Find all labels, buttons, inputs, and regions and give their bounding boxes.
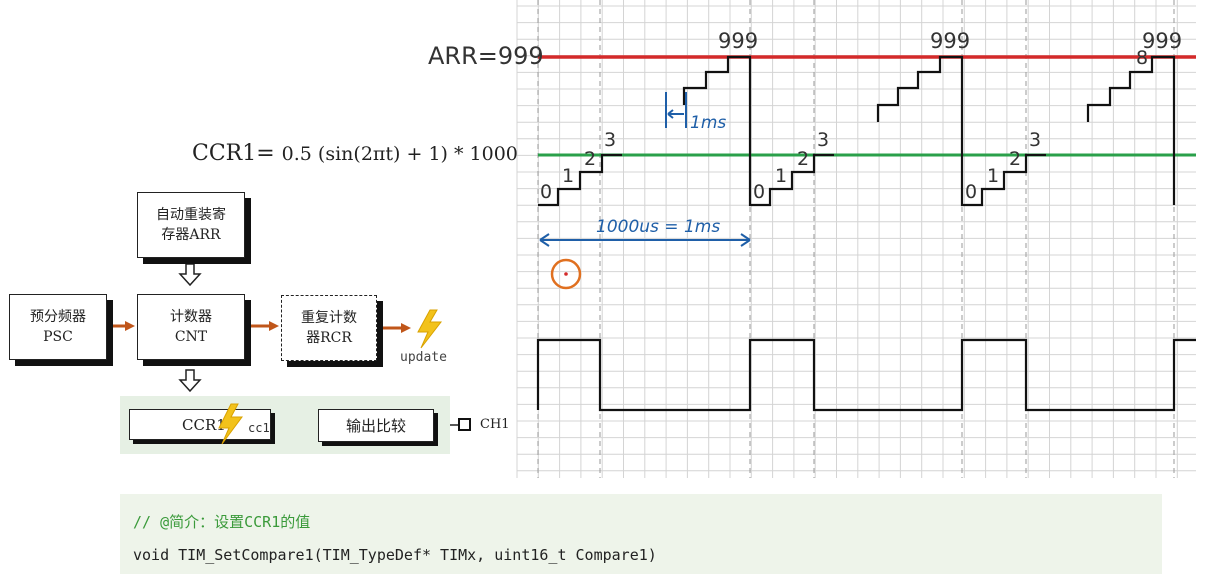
code-signature: void TIM_SetCompare1(TIM_TypeDef* TIMx, … [133, 546, 657, 564]
step-label: 0 [753, 181, 765, 203]
cursor-highlight [550, 258, 582, 290]
step-width-annotation [665, 92, 687, 128]
repetition-counter-text: 重复计数 器RCR [301, 310, 357, 346]
peak-label: 999 [718, 29, 758, 53]
update-label: update [400, 350, 447, 365]
prescaler-block: 预分频器 PSC [9, 294, 107, 360]
output-compare-text: 输出比较 [345, 416, 406, 435]
step-label: 2 [1009, 148, 1021, 170]
ch1-terminal [458, 418, 471, 431]
period-arrow [539, 233, 751, 247]
step-label: 3 [1029, 129, 1041, 151]
step-label: 1 [775, 165, 787, 187]
step-label: 1 [562, 165, 574, 187]
output-compare-block: 输出比较 [318, 409, 434, 442]
ccr1-label: CCR1= [192, 141, 275, 166]
arr-value-label: ARR=999 [428, 42, 544, 70]
peak-label: 999 [1142, 29, 1182, 53]
grid [516, 0, 1196, 478]
ccr1-formula: 0.5 (sin(2πt) + 1) * 1000 [281, 143, 518, 165]
period-label: 1000us = 1ms [596, 217, 720, 237]
ccr1-text: CCR1 [182, 415, 226, 434]
code-comment: // @简介：设置CCR1的值 [133, 513, 311, 531]
code-panel [120, 494, 1162, 574]
counter-waveform [538, 55, 1176, 207]
peak-label: 999 [930, 29, 970, 53]
step-label: 2 [584, 148, 596, 170]
step-width-label: 1ms [690, 113, 726, 133]
counter-text: 计数器 CNT [170, 309, 212, 345]
step-label: 2 [797, 148, 809, 170]
cc1-label: cc1 [248, 421, 270, 435]
arr-to-cnt-arrow [178, 263, 202, 287]
ccr1-formula-label: CCR1= 0.5 (sin(2πt) + 1) * 1000 [192, 141, 518, 166]
ccr1-block: CCR1 [129, 409, 271, 440]
step-label: 3 [604, 129, 616, 151]
ch1-label: CH1 [480, 417, 510, 432]
arr-register-block: 自动重装寄 存器ARR [137, 192, 245, 258]
step-label: 0 [965, 181, 977, 203]
step-label: 1 [987, 165, 999, 187]
arr-register-text: 自动重装寄 存器ARR [156, 207, 226, 243]
repetition-counter-block: 重复计数 器RCR [281, 295, 377, 361]
counter-block: 计数器 CNT [137, 294, 245, 360]
update-bolt-icon [417, 309, 443, 349]
cnt-to-ccr-arrow [178, 369, 202, 393]
prescaler-text: 预分频器 PSC [30, 309, 86, 345]
step-label-8: 8 [1136, 47, 1148, 69]
step-label: 3 [817, 129, 829, 151]
cursor-dot [564, 272, 568, 276]
pwm-waveform [536, 338, 1196, 412]
step-label: 0 [540, 181, 552, 203]
